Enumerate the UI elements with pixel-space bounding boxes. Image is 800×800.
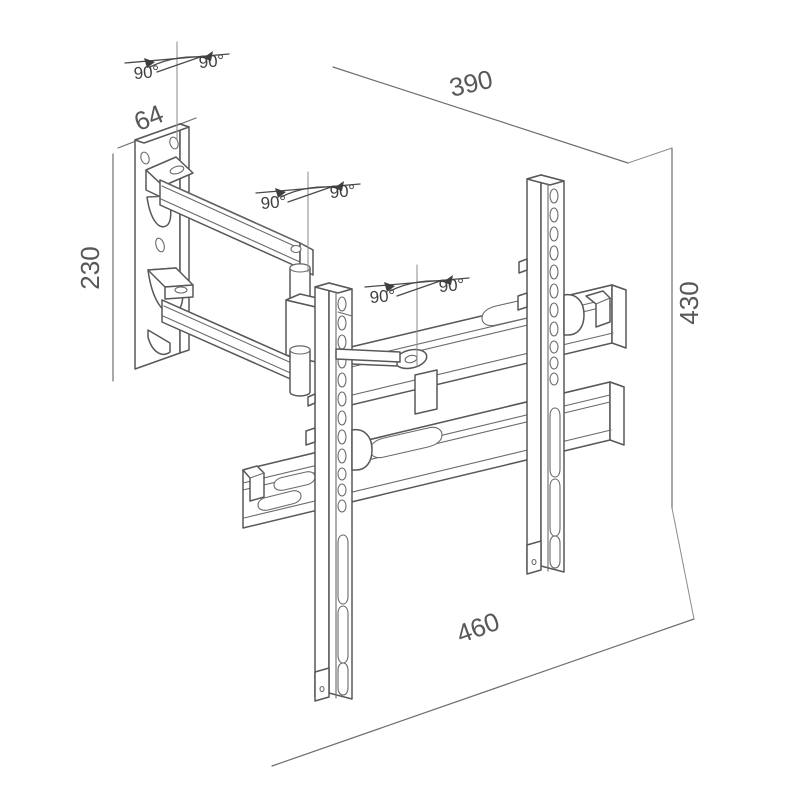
right-rail-flange bbox=[526, 174, 542, 571]
left-rail-slot-column bbox=[337, 534, 349, 696]
dim-line-460 bbox=[271, 618, 695, 767]
angle-callouts bbox=[124, 41, 470, 367]
angle-callout-swivel-middle bbox=[255, 171, 361, 273]
right-rail-notch-b bbox=[517, 292, 528, 311]
angle-label-middle-left: 90° bbox=[260, 192, 287, 213]
wall-plate-top bbox=[134, 123, 190, 144]
upper-rail-groove-c bbox=[330, 332, 614, 401]
pivot-cylinder-upper-top bbox=[289, 263, 311, 273]
angle-arrow-middle-right bbox=[334, 181, 344, 191]
angle-arc-lower bbox=[389, 280, 448, 292]
angle-arc-top bbox=[149, 56, 208, 68]
angle-arrow-top-right bbox=[203, 51, 213, 61]
upper-rail-center-tab bbox=[414, 369, 438, 415]
ext-line-top-right bbox=[627, 147, 673, 164]
right-rail-slot-column bbox=[549, 407, 561, 569]
left-rail-notch-a bbox=[307, 393, 316, 407]
dimension-label-430: 430 bbox=[674, 281, 704, 324]
left-rail-notch-b bbox=[305, 427, 316, 446]
upper-arm-groove-b bbox=[160, 198, 301, 263]
angle-label-top-right: 90° bbox=[198, 51, 225, 72]
dimension-label-460: 460 bbox=[452, 606, 503, 649]
wall-plate-hole-center bbox=[155, 237, 165, 253]
left-rail-top bbox=[314, 282, 353, 294]
upper-rail-hook-edge bbox=[595, 297, 611, 305]
right-rail-foot-hole bbox=[531, 558, 537, 566]
angle-arc-middle bbox=[280, 186, 339, 198]
pivot-cylinder-lower-top bbox=[289, 345, 311, 355]
right-rail-top bbox=[526, 174, 565, 186]
angle-callout-swivel-lower bbox=[364, 264, 470, 367]
pivot-connector-tick bbox=[337, 311, 353, 317]
pivot-connector-plate bbox=[335, 311, 401, 363]
angle-chord-lower bbox=[396, 279, 444, 297]
angle-arrow-lower-right bbox=[443, 275, 453, 285]
upper-arm-pivot-hole bbox=[290, 244, 302, 254]
left-rail-hole-column bbox=[337, 296, 347, 513]
lower-rail-slot-center bbox=[369, 426, 443, 459]
wall-plate-hole-upper-right bbox=[169, 136, 179, 150]
dimension-lines bbox=[112, 66, 695, 767]
upper-arm-groove-a bbox=[161, 185, 302, 250]
left-rail-foot bbox=[314, 667, 330, 702]
pivot-connector-bar bbox=[335, 348, 401, 363]
dimension-label-390: 390 bbox=[446, 64, 495, 103]
upper-arm bbox=[159, 179, 314, 276]
dimension-label-230: 230 bbox=[75, 246, 105, 289]
lower-rail-hook-left-edge bbox=[249, 472, 265, 479]
wall-plate-bottom-tab bbox=[147, 329, 171, 356]
wall-plate-hole-upper-left bbox=[140, 151, 150, 165]
angle-label-lower-right: 90° bbox=[438, 275, 465, 296]
angle-label-lower-left: 90° bbox=[369, 286, 396, 307]
lower-rail-end-cap bbox=[609, 381, 625, 446]
ext-line-bottom-right bbox=[671, 507, 695, 620]
wall-plate-lower-gusset-hole bbox=[174, 286, 188, 294]
angle-label-top-left: 90° bbox=[133, 62, 160, 83]
angle-arrow-top-left bbox=[144, 58, 155, 68]
lower-arm-groove-b bbox=[162, 315, 296, 376]
angle-arrow-middle-left bbox=[275, 188, 286, 198]
angle-chord-top bbox=[156, 55, 204, 73]
lower-rail-slot-left-b bbox=[257, 490, 302, 511]
right-rail-foot bbox=[526, 540, 542, 575]
lower-arm-groove-a bbox=[163, 305, 297, 366]
wall-plate-upper-gusset-hole bbox=[169, 165, 185, 175]
right-rail-notch-a bbox=[518, 258, 528, 274]
left-rail-foot-hole bbox=[319, 685, 325, 693]
angle-callout-swivel-top bbox=[124, 41, 230, 141]
right-vesa-rail bbox=[517, 174, 585, 575]
left-rail-flange bbox=[314, 282, 330, 698]
angle-arrow-lower-left bbox=[384, 282, 395, 292]
left-vesa-rail bbox=[305, 282, 373, 702]
angle-chord-middle bbox=[287, 185, 335, 203]
dim-line-390 bbox=[332, 66, 629, 164]
angle-label-middle-right: 90° bbox=[329, 181, 356, 202]
left-rail-hook-shoe bbox=[351, 428, 373, 471]
right-rail-hole-column bbox=[549, 188, 559, 386]
upper-rail-end-cap bbox=[611, 284, 627, 349]
right-rail-hook-shoe bbox=[563, 293, 585, 336]
upper-arm-groove-c bbox=[165, 182, 305, 246]
